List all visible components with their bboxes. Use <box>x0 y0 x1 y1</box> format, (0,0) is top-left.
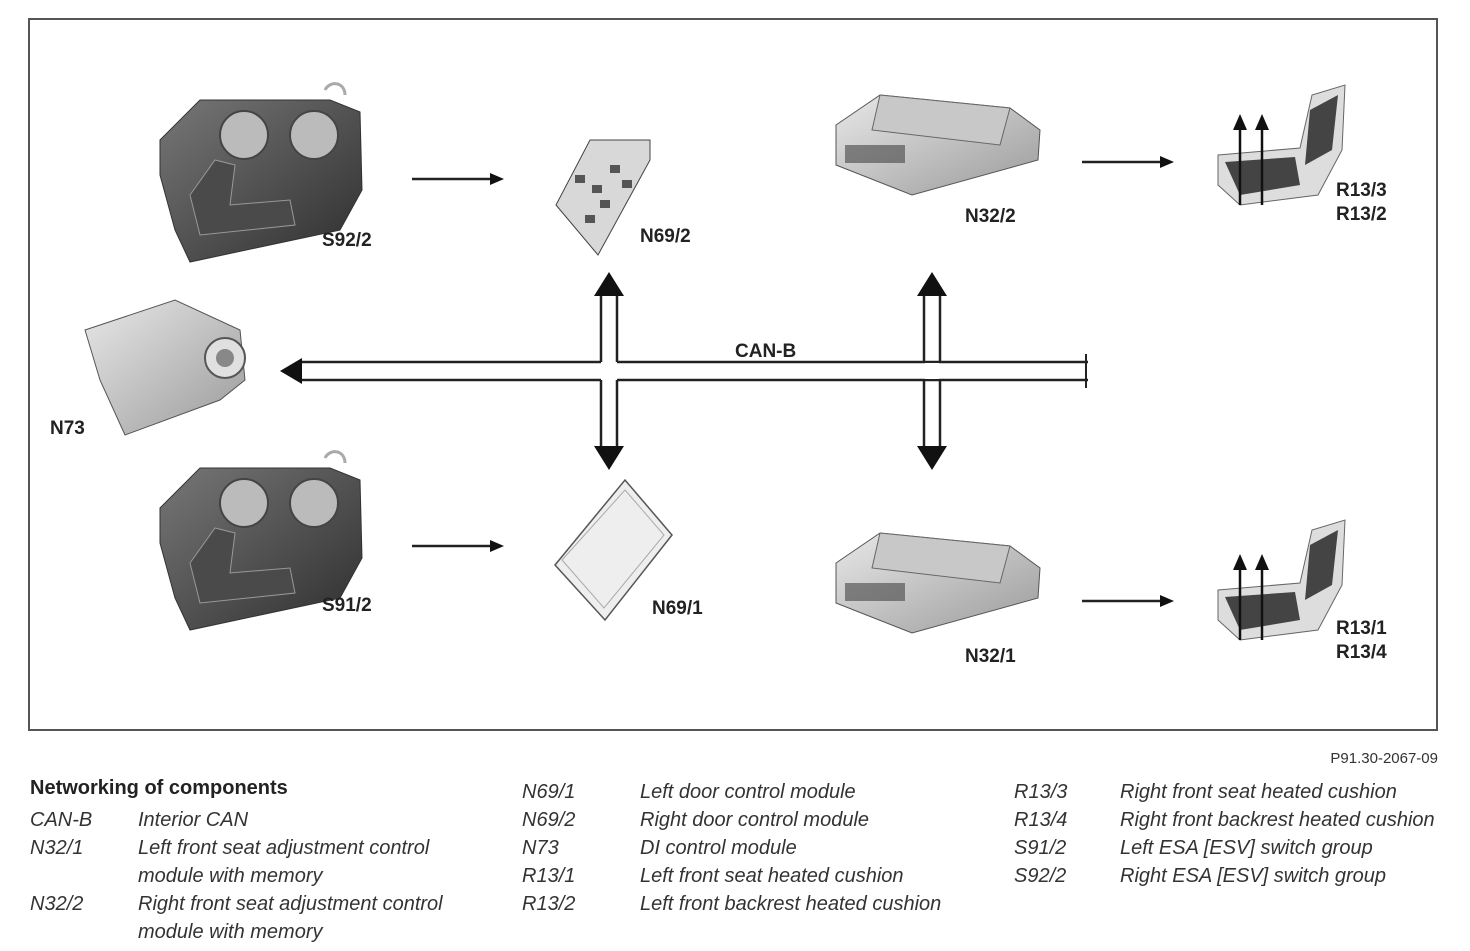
label-n32-1: N32/1 <box>965 646 1016 667</box>
switch-group-s91-2-image <box>159 450 363 631</box>
legend-entry: R13/3 Right front seat heated cushion <box>1014 778 1444 806</box>
legend-entry: R13/1 Left front seat heated cushion <box>522 862 962 890</box>
legend-code: S92/2 <box>1014 865 1067 887</box>
legend-desc: Interior CAN <box>138 809 249 831</box>
label-s91-2: S91/2 <box>322 595 372 616</box>
legend-desc: Right front backrest heated cushion <box>1120 809 1435 831</box>
legend-entry: S91/2 Left ESA [ESV] switch group <box>1014 834 1444 862</box>
switch-group-s92-2-image <box>159 82 363 263</box>
legend-code: N32/2 <box>30 893 84 915</box>
figure-code: P91.30-2067-09 <box>1330 750 1438 767</box>
legend-desc: Left front seat heated cushion <box>640 865 904 887</box>
legend-entry: CAN-B Interior CAN <box>30 806 450 834</box>
legend-code: R13/4 <box>1014 809 1068 831</box>
label-n69-2: N69/2 <box>640 226 691 247</box>
legend-desc: Left door control module <box>640 781 856 803</box>
diagram-frame <box>28 18 1438 731</box>
legend-code: CAN-B <box>30 809 93 831</box>
legend-code: R13/3 <box>1014 781 1068 803</box>
legend-code: S91/2 <box>1014 837 1067 859</box>
label-n32-2: N32/2 <box>965 206 1016 227</box>
door-module-n69-2-image <box>555 139 651 256</box>
label-r13-3: R13/3 <box>1336 180 1387 201</box>
label-s92-2: S92/2 <box>322 230 372 251</box>
legend-desc: Left front backrest heated cushion <box>640 893 942 915</box>
legend-entry: N32/1 Left front seat adjustment control… <box>30 834 450 890</box>
seat-module-n32-2-image <box>835 94 1041 196</box>
legend-desc: Left ESA [ESV] switch group <box>1120 837 1373 859</box>
legend-column-3: R13/3 Right front seat heated cushion R1… <box>1014 778 1444 890</box>
legend-entry: R13/2 Left front backrest heated cushion <box>522 890 962 918</box>
heated-seat-right-image <box>1217 84 1346 206</box>
bus-arrowhead-left <box>280 358 302 384</box>
door-module-n69-1-image <box>554 478 673 622</box>
heated-seat-left-image <box>1217 519 1346 641</box>
can-b-bus <box>280 354 1088 388</box>
legend-code: N73 <box>522 837 559 859</box>
bus-link-door-modules <box>594 272 624 470</box>
legend-code: R13/2 <box>522 893 576 915</box>
seat-module-n32-1-image <box>835 532 1041 634</box>
legend-entry: N69/2 Right door control module <box>522 806 962 834</box>
legend-code: N69/1 <box>522 781 576 803</box>
signal-arrows <box>412 156 1174 607</box>
legend-desc: Right door control module <box>640 809 870 831</box>
label-n73: N73 <box>50 418 85 439</box>
legend-code: N32/1 <box>30 837 84 859</box>
legend-entry: R13/4 Right front backrest heated cushio… <box>1014 806 1444 834</box>
legend-code: N69/2 <box>522 809 576 831</box>
legend-desc: Left front seat adjustment control modul… <box>138 837 430 887</box>
legend-entry: N73 DI control module <box>522 834 962 862</box>
legend-desc: Right front seat adjustment control modu… <box>138 893 443 943</box>
can-b-label: CAN-B <box>735 341 796 362</box>
legend-entry: N69/1 Left door control module <box>522 778 962 806</box>
legend-code: R13/1 <box>522 865 576 887</box>
bus-link-seat-modules <box>917 272 947 470</box>
label-n69-1: N69/1 <box>652 598 703 619</box>
legend-entry: S92/2 Right ESA [ESV] switch group <box>1014 862 1444 890</box>
legend-column-2: N69/1 Left door control module N69/2 Rig… <box>522 778 962 918</box>
legend-desc: DI control module <box>640 837 797 859</box>
label-r13-1: R13/1 <box>1336 618 1387 639</box>
di-control-module-n73-image <box>84 299 246 436</box>
legend-desc: Right front seat heated cushion <box>1120 781 1397 803</box>
label-r13-2: R13/2 <box>1336 204 1387 225</box>
legend-desc: Right ESA [ESV] switch group <box>1120 865 1387 887</box>
legend-entry: N32/2 Right front seat adjustment contro… <box>30 890 450 946</box>
legend-column-1: CAN-B Interior CAN N32/1 Left front seat… <box>30 806 450 946</box>
legend-title: Networking of components <box>30 777 288 799</box>
label-r13-4: R13/4 <box>1336 642 1387 663</box>
network-diagram: CAN-B S92/2 <box>50 82 1387 667</box>
